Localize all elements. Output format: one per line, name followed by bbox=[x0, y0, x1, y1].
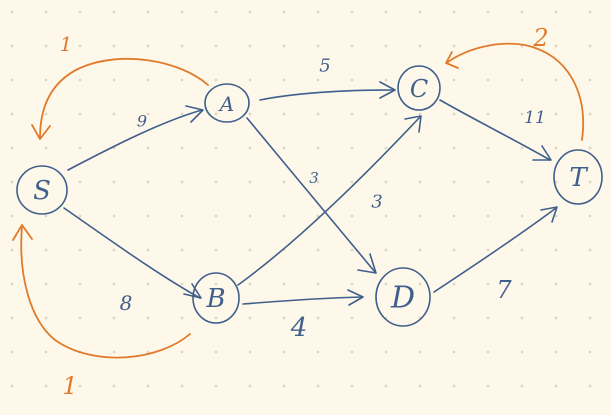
node-t-circle bbox=[553, 149, 603, 205]
edge-a-c-arrowhead bbox=[379, 81, 396, 99]
edge-c-t bbox=[439, 99, 551, 161]
back-edge-t-c bbox=[447, 42, 584, 141]
node-a-label: A bbox=[218, 92, 234, 116]
node-a-circle bbox=[204, 83, 250, 123]
node-s-label: S bbox=[33, 176, 51, 206]
edge-b-d-label: 4 bbox=[290, 313, 308, 343]
back-edge-t-c-label: 2 bbox=[532, 24, 548, 52]
edge-b-c-label: 3 bbox=[371, 192, 382, 213]
edge-s-a bbox=[67, 109, 203, 171]
edge-d-t-arrowhead bbox=[540, 206, 558, 223]
edge-a-d-arrowhead bbox=[357, 253, 377, 274]
node-c-label: C bbox=[410, 75, 428, 103]
edge-a-c-label: 5 bbox=[319, 56, 330, 77]
back-edge-b-s-label: 1 bbox=[62, 372, 77, 400]
edge-s-a-label: 9 bbox=[137, 112, 147, 131]
edge-s-b bbox=[63, 207, 201, 299]
edge-b-d bbox=[242, 296, 363, 305]
node-b-circle bbox=[192, 272, 240, 324]
back-edge-b-s-arrowhead bbox=[12, 224, 33, 241]
edge-a-d-label: 3 bbox=[309, 169, 319, 187]
edge-b-d-arrowhead bbox=[347, 289, 364, 306]
node-d-label: D bbox=[390, 281, 415, 316]
back-edge-a-s bbox=[39, 57, 209, 139]
back-edge-a-s-arrowhead bbox=[31, 124, 51, 140]
back-edge-t-c-arrowhead bbox=[445, 51, 459, 69]
node-b-label: B bbox=[205, 284, 225, 314]
edge-s-a-arrowhead bbox=[185, 105, 204, 123]
node-c-circle bbox=[397, 65, 441, 111]
node-s-circle bbox=[16, 165, 68, 215]
back-edge-a-s-label: 1 bbox=[60, 32, 73, 56]
edge-b-c bbox=[237, 116, 421, 286]
node-d-circle bbox=[375, 267, 431, 327]
node-t-label: T bbox=[569, 163, 588, 193]
edge-d-t-label: 7 bbox=[496, 276, 512, 304]
edge-b-c-arrowhead bbox=[404, 115, 422, 133]
edge-c-t-arrowhead bbox=[532, 145, 552, 161]
edge-a-d bbox=[246, 117, 376, 273]
edge-a-c bbox=[259, 89, 395, 101]
back-edge-b-s bbox=[20, 225, 191, 359]
edge-s-b-label: 8 bbox=[120, 291, 133, 315]
edge-d-t bbox=[433, 207, 557, 293]
edge-c-t-label: 11 bbox=[524, 108, 546, 128]
